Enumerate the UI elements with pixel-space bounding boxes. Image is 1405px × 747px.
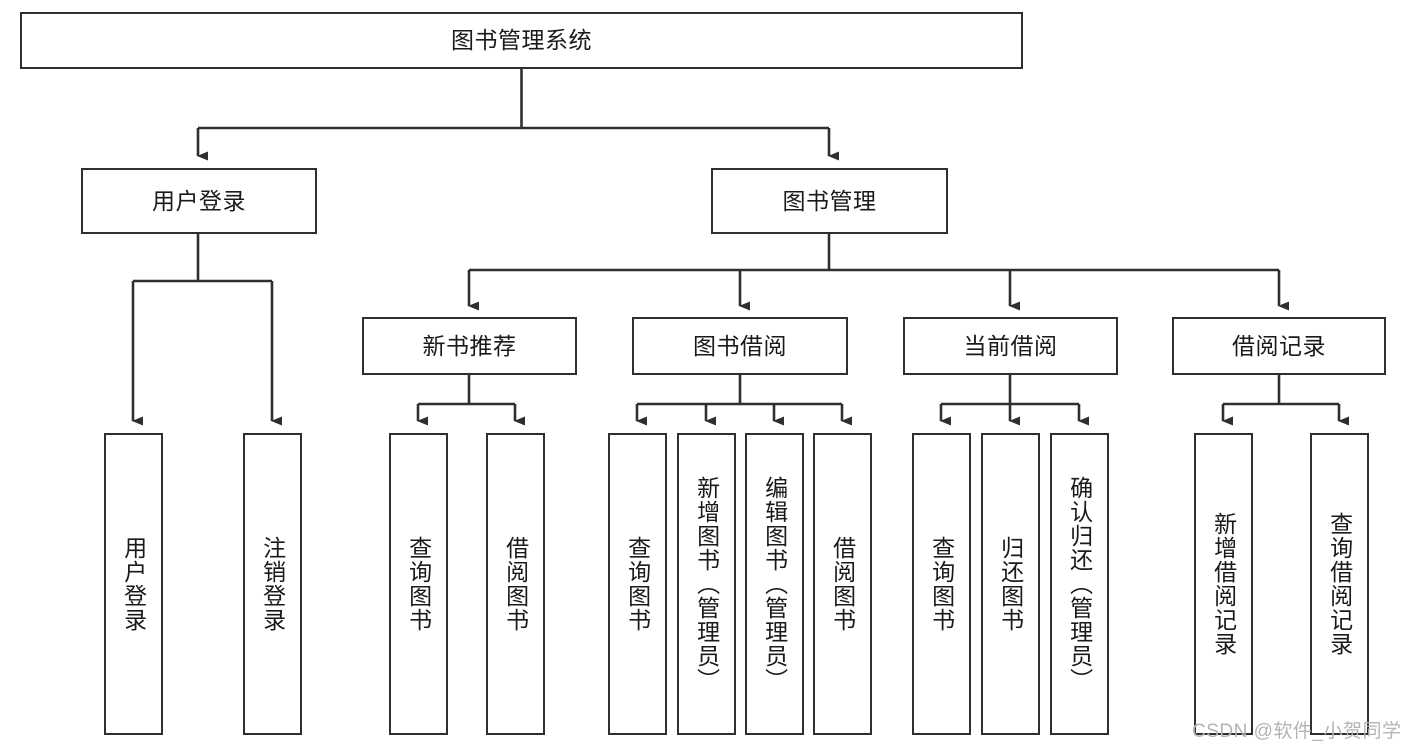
node-root[interactable]: 图书管理系统 [20, 12, 1023, 69]
node-book-borrow-label: 图书借阅 [693, 332, 787, 359]
node-leaf-query-book-1[interactable]: 查询图书 [389, 433, 448, 735]
node-leaf-logout-login[interactable]: 注销登录 [243, 433, 302, 735]
node-leaf-add-record[interactable]: 新增借阅记录 [1194, 433, 1253, 735]
node-leaf-confirm-return[interactable]: 确认归还（管理员） [1050, 433, 1109, 735]
node-leaf-logout-login-label: 注销登录 [259, 536, 286, 632]
node-leaf-add-book-label: 新增图书（管理员） [693, 476, 720, 692]
node-leaf-return-book[interactable]: 归还图书 [981, 433, 1040, 735]
node-leaf-query-book-2-label: 查询图书 [624, 536, 651, 632]
node-leaf-add-book[interactable]: 新增图书（管理员） [677, 433, 736, 735]
node-user-login[interactable]: 用户登录 [81, 168, 317, 234]
node-leaf-edit-book-label: 编辑图书（管理员） [761, 476, 788, 692]
node-book-manage-label: 图书管理 [782, 187, 877, 214]
node-book-borrow[interactable]: 图书借阅 [632, 317, 848, 375]
node-leaf-borrow-book-1[interactable]: 借阅图书 [486, 433, 545, 735]
node-book-manage[interactable]: 图书管理 [711, 168, 948, 234]
node-leaf-user-login-label: 用户登录 [120, 536, 147, 632]
node-leaf-add-record-label: 新增借阅记录 [1210, 512, 1237, 656]
node-new-book-recommend[interactable]: 新书推荐 [362, 317, 577, 375]
node-leaf-query-book-3[interactable]: 查询图书 [912, 433, 971, 735]
node-leaf-borrow-book-2-label: 借阅图书 [829, 536, 856, 632]
node-leaf-return-book-label: 归还图书 [997, 536, 1024, 632]
node-borrow-record-label: 借阅记录 [1232, 332, 1326, 359]
node-leaf-confirm-return-label: 确认归还（管理员） [1066, 476, 1093, 692]
node-leaf-query-record-label: 查询借阅记录 [1326, 512, 1353, 656]
node-leaf-user-login[interactable]: 用户登录 [104, 433, 163, 735]
node-new-book-recommend-label: 新书推荐 [422, 332, 517, 359]
node-root-label: 图书管理系统 [451, 27, 592, 53]
node-leaf-borrow-book-1-label: 借阅图书 [502, 536, 529, 632]
node-current-borrow[interactable]: 当前借阅 [903, 317, 1118, 375]
node-borrow-record[interactable]: 借阅记录 [1172, 317, 1386, 375]
node-leaf-query-book-1-label: 查询图书 [405, 536, 432, 632]
node-user-login-label: 用户登录 [152, 187, 246, 214]
node-current-borrow-label: 当前借阅 [963, 332, 1058, 359]
node-leaf-query-book-3-label: 查询图书 [928, 536, 955, 632]
node-leaf-query-record[interactable]: 查询借阅记录 [1310, 433, 1369, 735]
node-leaf-borrow-book-2[interactable]: 借阅图书 [813, 433, 872, 735]
node-leaf-query-book-2[interactable]: 查询图书 [608, 433, 667, 735]
node-leaf-edit-book[interactable]: 编辑图书（管理员） [745, 433, 804, 735]
